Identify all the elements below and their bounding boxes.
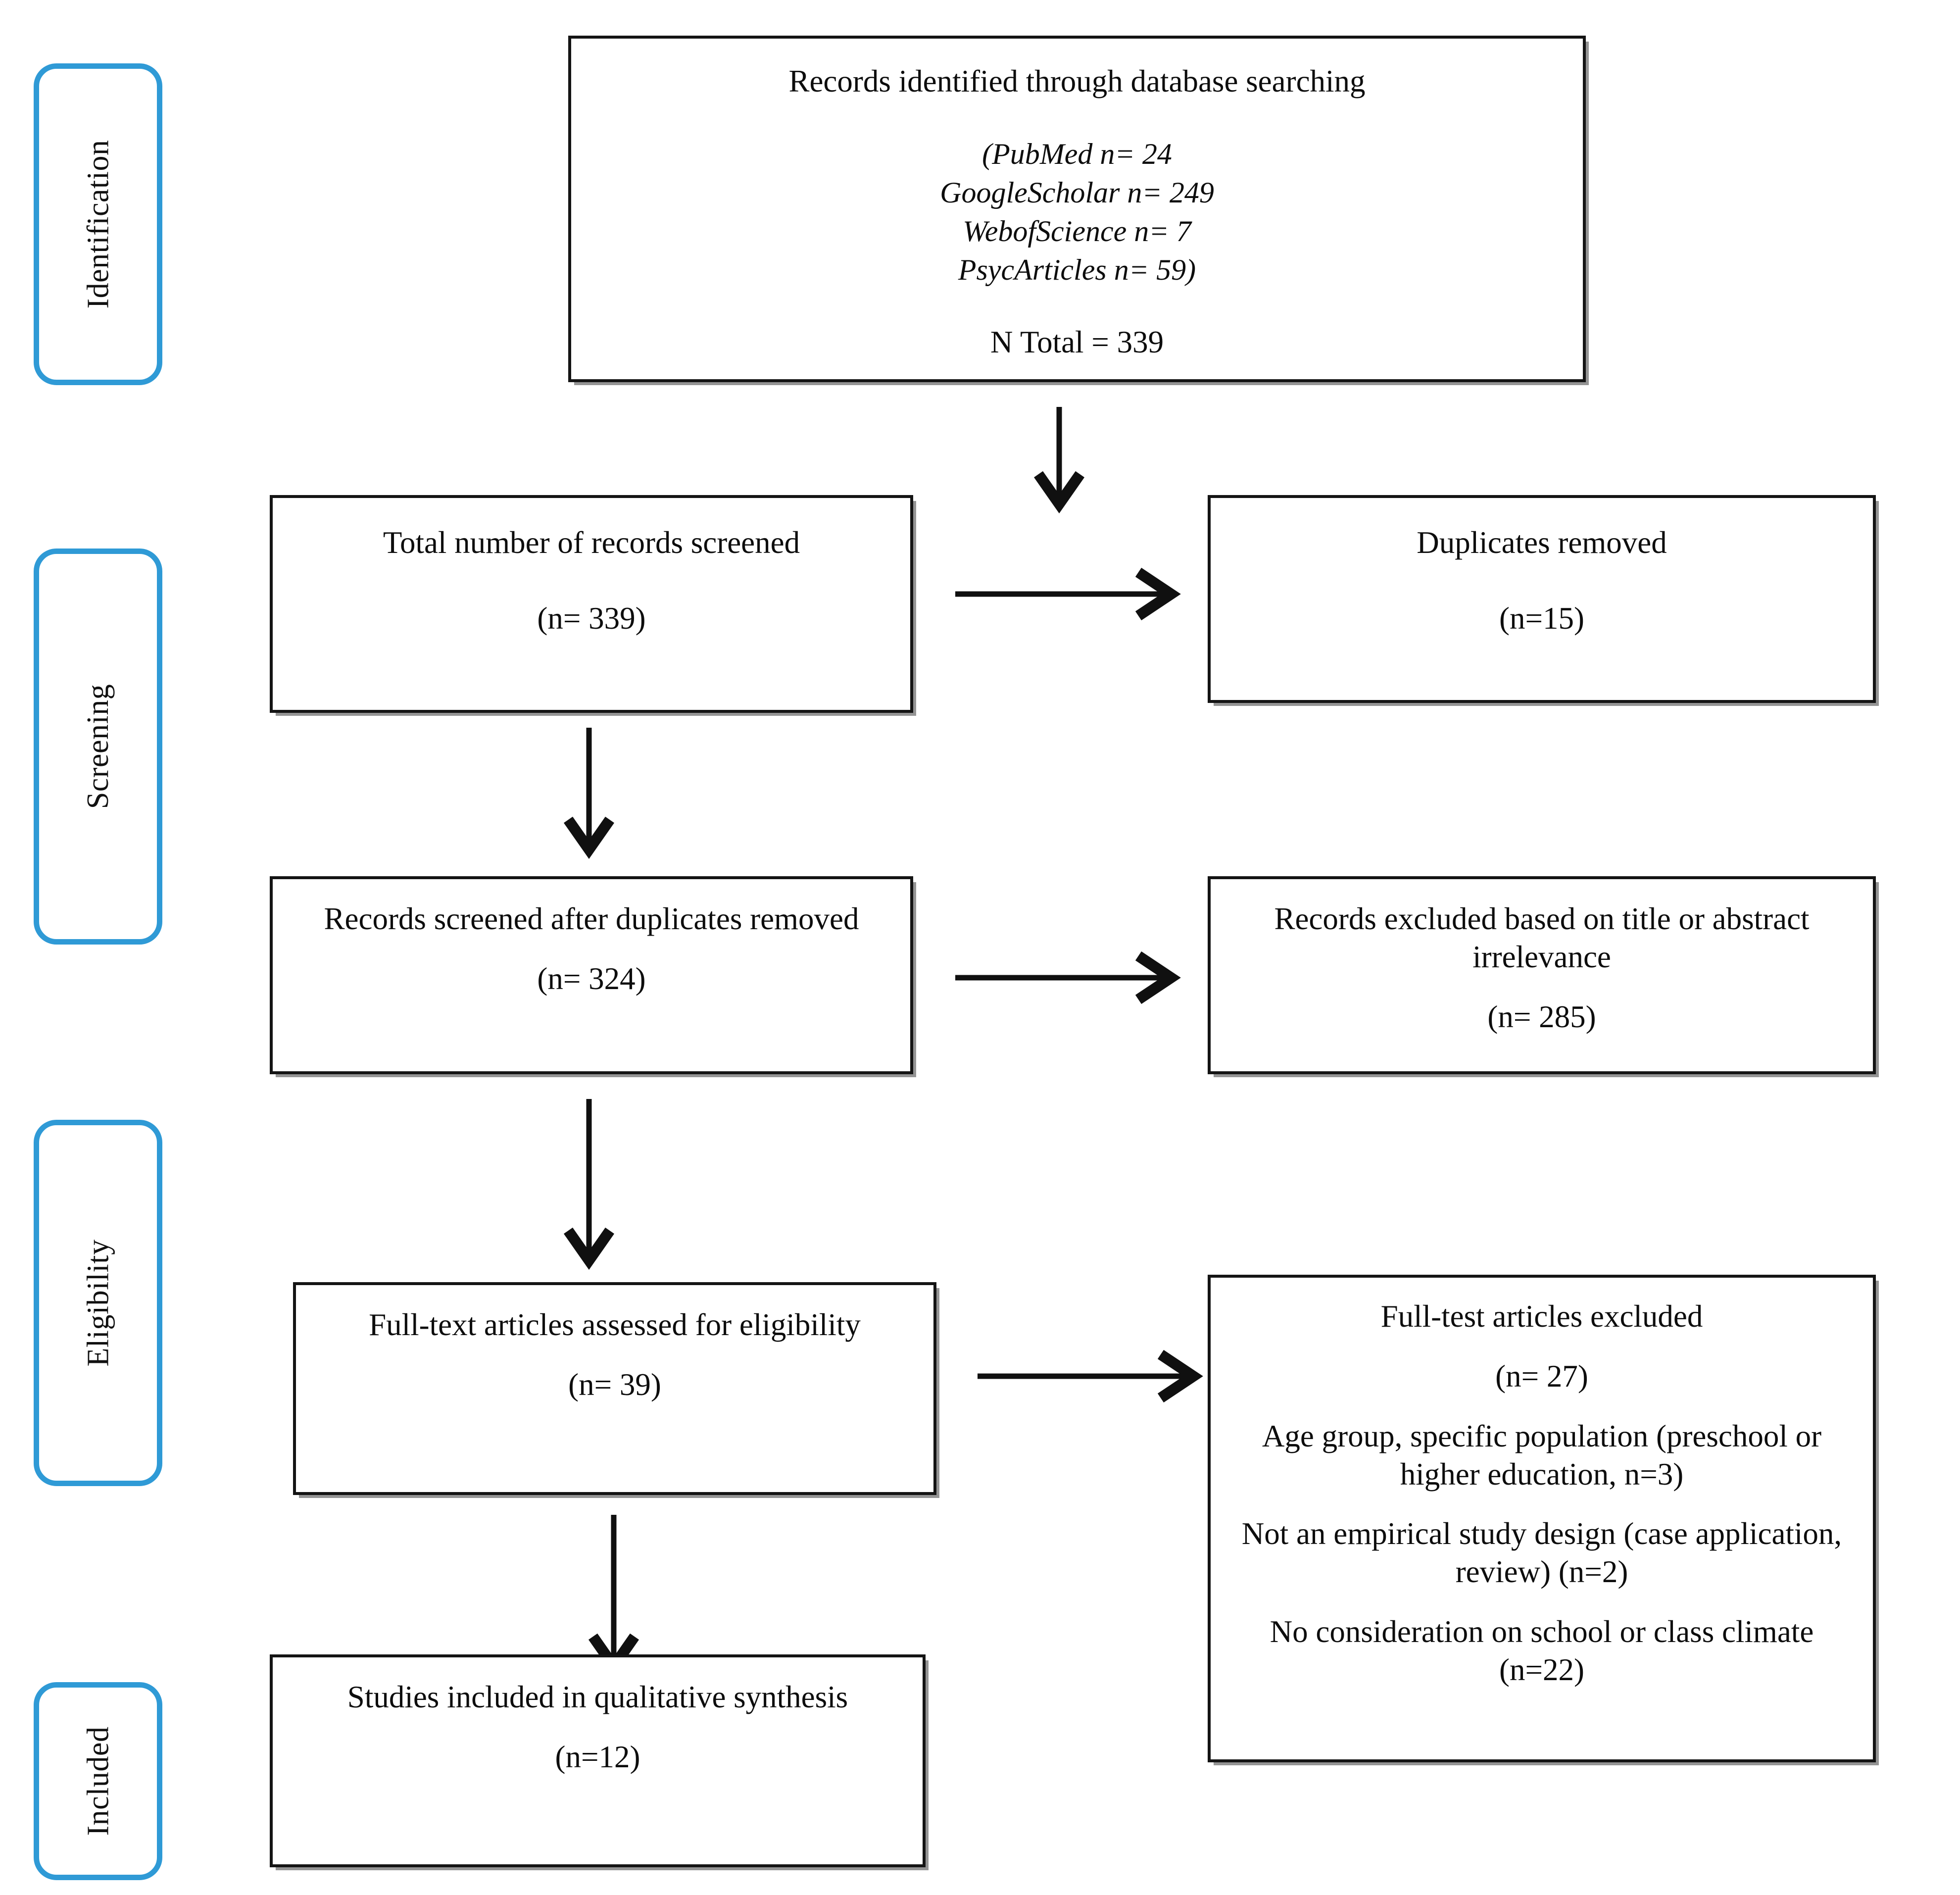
stage-label-identification: Identification	[81, 140, 115, 309]
box-records-identified: Records identified through database sear…	[568, 36, 1586, 382]
records-excluded-heading: Records excluded based on title or abstr…	[1274, 901, 1810, 974]
exclusion-reason-climate: No consideration on school or class clim…	[1270, 1614, 1814, 1688]
fulltext-excluded-count: (n= 27)	[1495, 1358, 1588, 1394]
box-fulltext-assessed: Full-text articles assessed for eligibil…	[293, 1282, 936, 1495]
arrow-fulltext-to-included	[574, 1515, 653, 1676]
arrow-identified-to-screened	[1020, 407, 1099, 514]
box-studies-included: Studies included in qualitative synthesi…	[270, 1654, 926, 1867]
total-records-screened-count: (n= 339)	[537, 600, 646, 636]
source-webofscience: WebofScience n= 7	[963, 215, 1191, 248]
studies-included-count: (n=12)	[555, 1739, 640, 1774]
records-identified-total: N Total = 339	[990, 325, 1164, 360]
stage-pill-included: Included	[34, 1682, 162, 1880]
box-records-excluded-title-abstract: Records excluded based on title or abstr…	[1208, 876, 1876, 1074]
studies-included-heading: Studies included in qualitative synthesi…	[347, 1680, 848, 1714]
stage-pill-eligibility: Eligibility	[34, 1120, 162, 1486]
total-records-screened-heading: Total number of records screened	[383, 525, 800, 560]
box-duplicates-removed: Duplicates removed (n=15)	[1208, 495, 1876, 703]
box-fulltext-excluded: Full-test articles excluded (n= 27) Age …	[1208, 1275, 1876, 1762]
records-after-duplicates-count: (n= 324)	[537, 961, 646, 996]
duplicates-removed-count: (n=15)	[1499, 600, 1584, 636]
source-pubmed: (PubMed n= 24	[982, 138, 1172, 170]
arrow-screened-to-duplicates	[955, 559, 1183, 629]
box-records-after-duplicates: Records screened after duplicates remove…	[270, 876, 913, 1074]
stage-label-included: Included	[81, 1726, 115, 1836]
records-excluded-count: (n= 285)	[1487, 999, 1596, 1034]
stage-label-screening: Screening	[81, 684, 115, 809]
arrow-after-duplicates-to-fulltext	[549, 1099, 629, 1270]
stage-label-eligibility: Eligibility	[81, 1239, 115, 1367]
stage-pill-identification: Identification	[34, 63, 162, 385]
fulltext-assessed-heading: Full-text articles assessed for eligibil…	[369, 1307, 861, 1342]
exclusion-reason-study-design: Not an empirical study design (case appl…	[1241, 1516, 1842, 1590]
arrow-fulltext-to-excluded	[978, 1342, 1205, 1411]
arrow-screened-to-after-duplicates	[549, 728, 629, 859]
source-googlescholar: GoogleScholar n= 249	[940, 176, 1214, 209]
duplicates-removed-heading: Duplicates removed	[1417, 525, 1667, 560]
box-total-records-screened: Total number of records screened (n= 339…	[270, 495, 913, 713]
source-psycarticles: PsycArticles n= 59)	[958, 253, 1196, 286]
arrow-after-duplicates-to-excluded	[955, 943, 1183, 1012]
exclusion-reason-age-group: Age group, specific population (preschoo…	[1262, 1418, 1822, 1492]
records-identified-heading: Records identified through database sear…	[788, 64, 1366, 99]
records-after-duplicates-heading: Records screened after duplicates remove…	[324, 901, 859, 936]
fulltext-excluded-heading: Full-test articles excluded	[1380, 1299, 1703, 1334]
fulltext-assessed-count: (n= 39)	[568, 1367, 661, 1402]
stage-pill-screening: Screening	[34, 549, 162, 945]
